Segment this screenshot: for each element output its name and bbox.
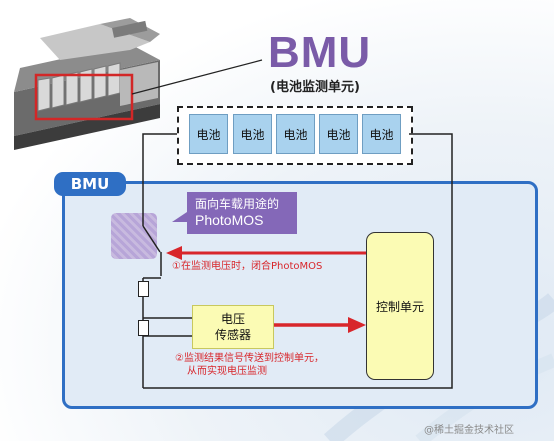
battery-cell: 电池 bbox=[362, 114, 401, 154]
photomos-callout: 面向车载用途的 PhotoMOS bbox=[187, 192, 297, 234]
cell-highlight-frame bbox=[34, 73, 134, 121]
callout-pointer bbox=[172, 212, 187, 222]
step1-note: ①在监测电压时，闭合PhotoMOS bbox=[172, 261, 323, 272]
wire-left-top bbox=[142, 133, 177, 226]
sensor-line1: 电压 bbox=[220, 312, 245, 326]
callout-line1: 面向车载用途的 bbox=[195, 197, 280, 211]
page-title: BMU bbox=[268, 28, 372, 77]
battery-cell: 电池 bbox=[319, 114, 358, 154]
battery-cell: 电池 bbox=[189, 114, 228, 154]
battery-cell: 电池 bbox=[276, 114, 315, 154]
resistor bbox=[138, 320, 149, 336]
step2-note-line1: ②监测结果信号传送到控制单元， bbox=[175, 353, 324, 364]
wire-return bbox=[143, 133, 453, 389]
callout-line2: PhotoMOS bbox=[195, 212, 264, 228]
page-subtitle: (电池监测单元) bbox=[270, 80, 360, 95]
photomos-switch-contact bbox=[142, 225, 161, 253]
watermark: @稀土掘金技术社区 bbox=[424, 425, 514, 436]
sensor-to-control-arrow bbox=[272, 317, 366, 333]
control-to-photomos-arrow bbox=[166, 246, 366, 260]
battery-cell: 电池 bbox=[233, 114, 272, 154]
resistor bbox=[138, 281, 149, 297]
bmu-tab-label: BMU bbox=[54, 172, 126, 196]
control-unit-box: 控制单元 bbox=[366, 232, 434, 380]
step2-note-line2: 从而实现电压监测 bbox=[187, 366, 267, 377]
pointer-line bbox=[131, 59, 263, 95]
voltage-sensor-box: 电压 传感器 bbox=[192, 305, 274, 349]
sensor-line2: 传感器 bbox=[214, 328, 251, 342]
